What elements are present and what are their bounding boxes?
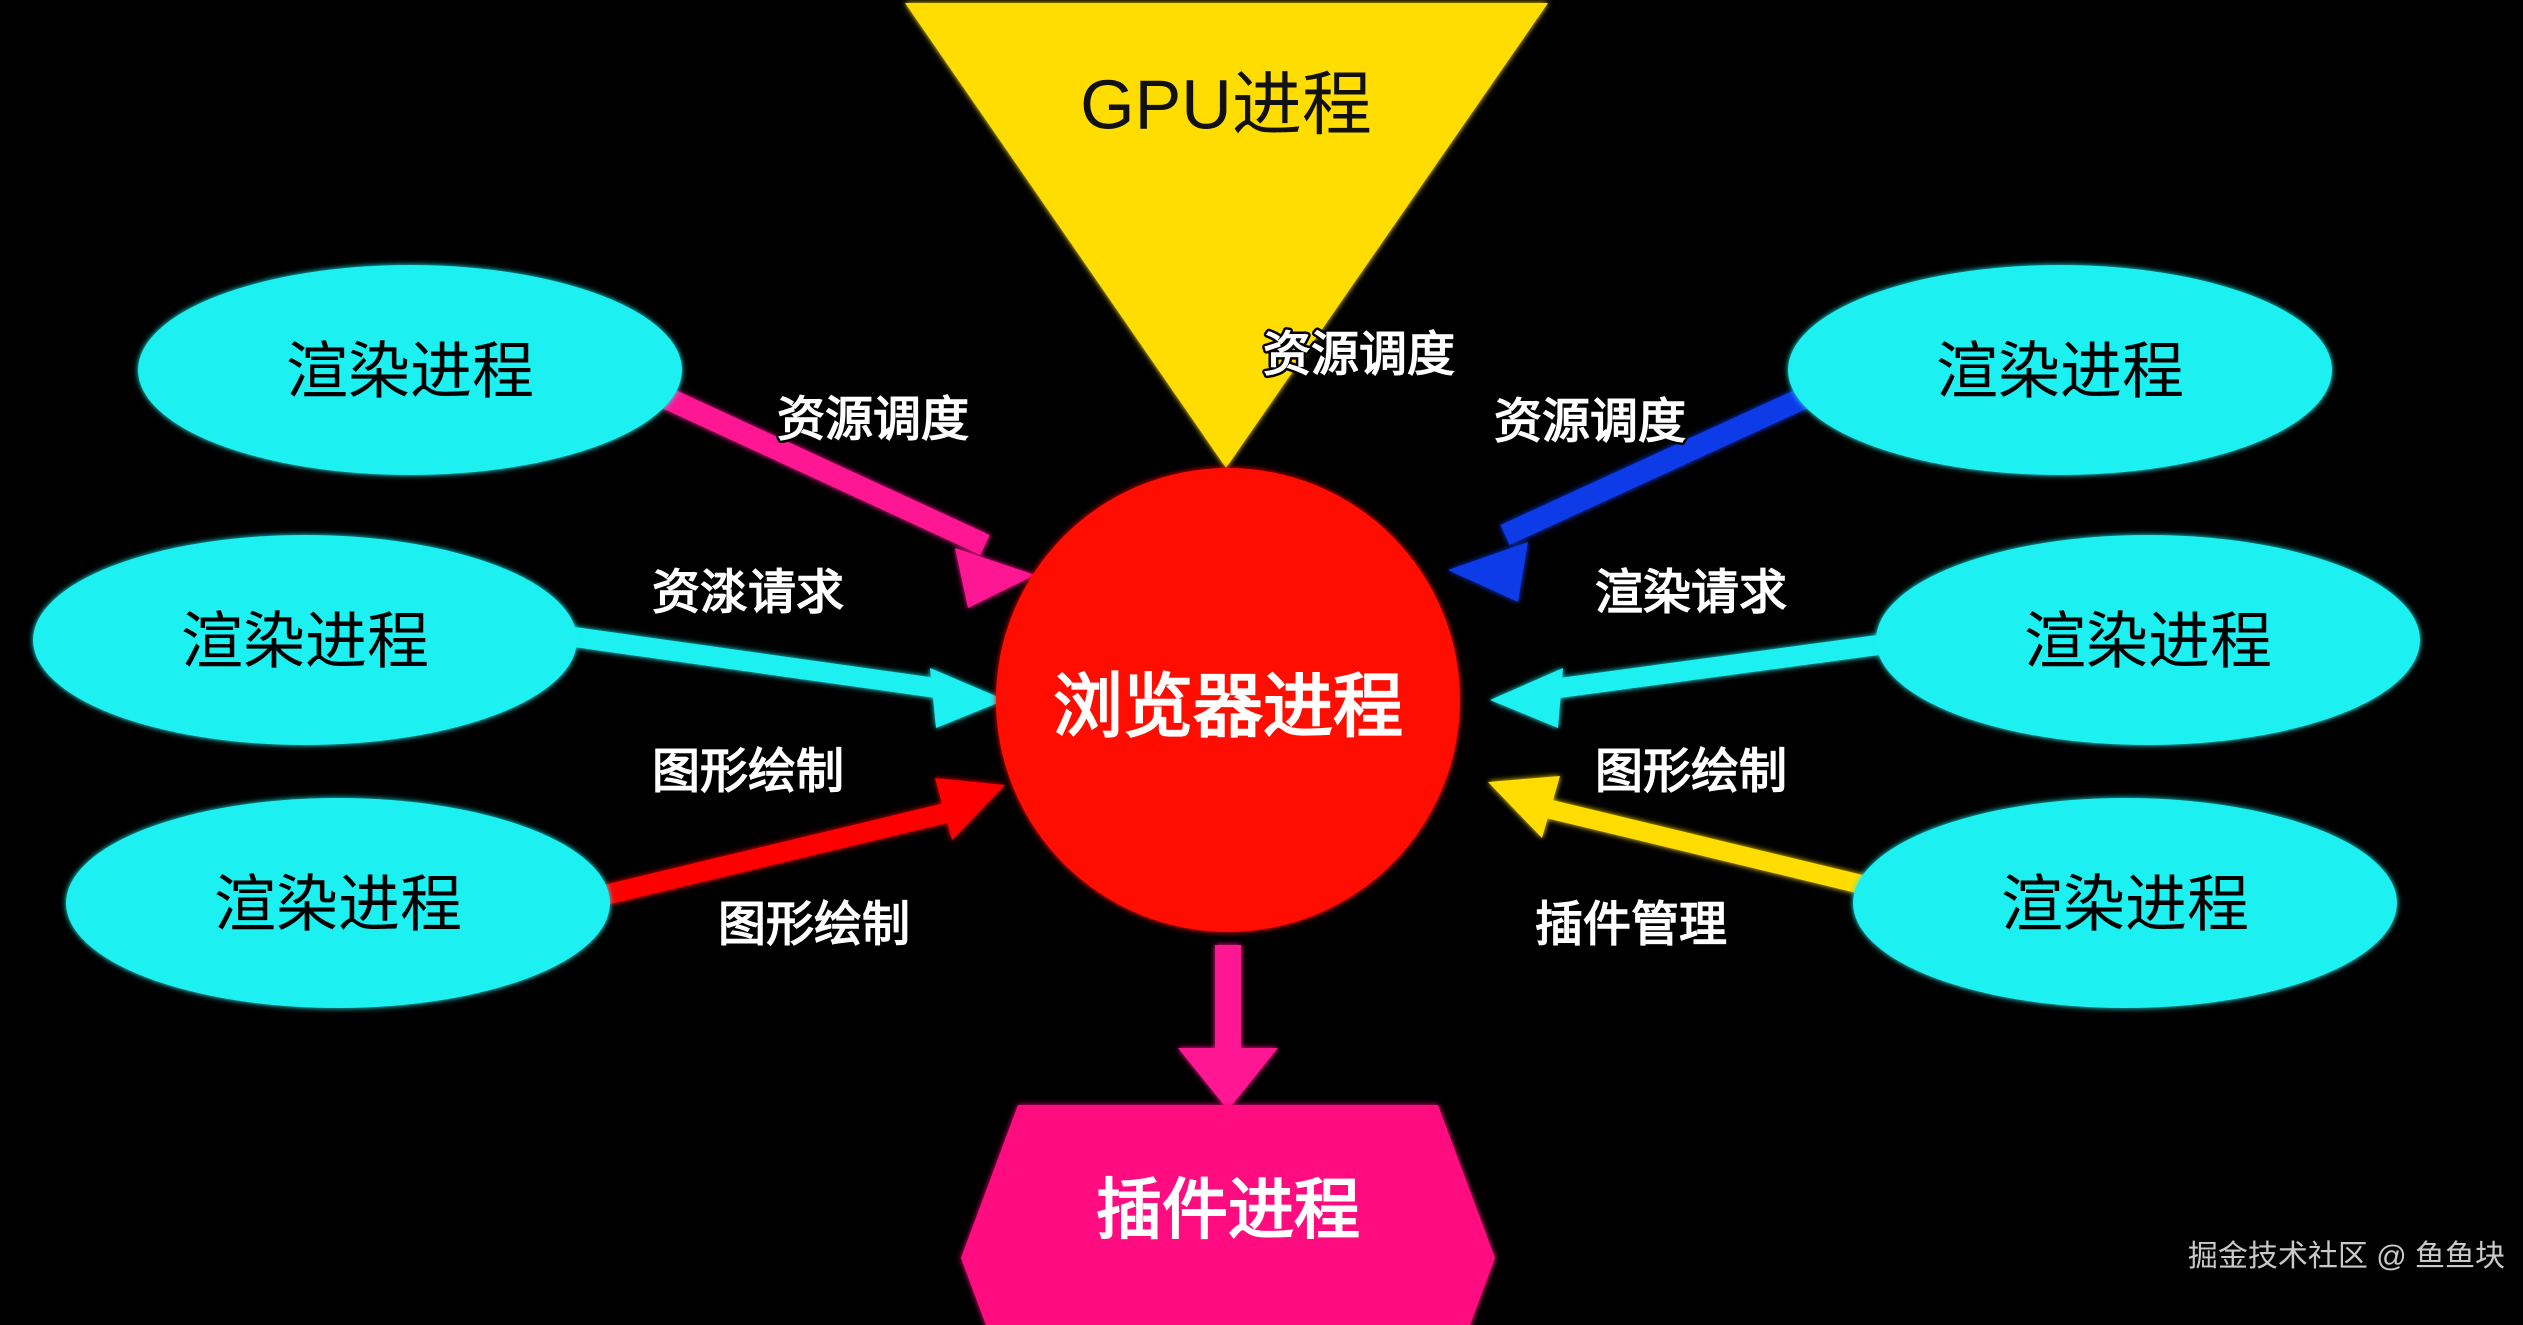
edge-label-right-plugin-manage: 插件管理 — [1535, 899, 1727, 952]
browser-process-circle — [996, 468, 1460, 932]
edge-label-gpu-resource-schedule: 资源调度 — [1263, 329, 1455, 382]
node-renderer-middle-right[interactable]: 渲染进程 — [1876, 535, 2420, 745]
renderer-ellipse — [66, 798, 610, 1008]
renderer-ellipse — [1853, 798, 2397, 1008]
watermark: 掘金技术社区 @ 鱼鱼块 — [2188, 1240, 2505, 1273]
gpu-process-label: GPU进程 — [1080, 65, 1372, 143]
node-renderer-top-right[interactable]: 渲染进程 — [1788, 265, 2332, 475]
plugin-process-hexagon — [961, 1105, 1495, 1325]
browser-process-label: 浏览器进程 — [1053, 667, 1403, 745]
node-renderer-top-left[interactable]: 渲染进程 — [138, 265, 682, 475]
plugin-process-label: 插件进程 — [1096, 1172, 1360, 1246]
edge-renderer-top-left-to-browser — [655, 385, 1035, 608]
renderer-ellipse — [1788, 265, 2332, 475]
edge-renderer-middle-right-to-browser — [1490, 628, 1932, 728]
renderer-middle-left-label: 渲染进程 — [181, 607, 429, 676]
edge-renderer-bottom-left-to-browser — [602, 778, 1005, 905]
renderer-middle-right-label: 渲染进程 — [2024, 607, 2272, 676]
node-plugin-process[interactable]: 插件进程 — [961, 1105, 1495, 1325]
renderer-bottom-left-label: 渲染进程 — [214, 870, 462, 939]
edge-renderer-middle-left-to-browser — [558, 625, 1005, 728]
gpu-process-triangle — [905, 3, 1548, 468]
node-renderer-bottom-left[interactable]: 渲染进程 — [66, 798, 610, 1008]
node-gpu-process[interactable]: GPU进程 — [905, 3, 1548, 468]
node-browser-process[interactable]: 浏览器进程 — [996, 468, 1460, 932]
edge-renderer-top-right-to-browser — [1448, 385, 1815, 602]
renderer-top-left-label: 渲染进程 — [286, 337, 534, 406]
edge-label-left-resource-request: 资渁请求 — [652, 567, 844, 620]
renderer-ellipse — [33, 535, 577, 745]
renderer-bottom-right-label: 渲染进程 — [2001, 870, 2249, 939]
edge-browser-to-plugin — [1178, 945, 1278, 1110]
renderer-ellipse — [1876, 535, 2420, 745]
renderer-top-right-label: 渲染进程 — [1936, 337, 2184, 406]
edge-renderer-bottom-right-to-browser — [1488, 776, 1908, 905]
edge-label-right-resource-schedule: 资源调度 — [1494, 396, 1686, 449]
edge-label-left-graphics-draw-upper: 图形绘制 — [652, 746, 844, 799]
edge-label-left-resource-schedule: 资源调度 — [777, 394, 969, 447]
edge-label-left-graphics-draw-lower: 图形绘制 — [718, 899, 910, 952]
edge-label-right-render-request: 渲染请求 — [1595, 567, 1787, 620]
renderer-ellipse — [138, 265, 682, 475]
node-renderer-bottom-right[interactable]: 渲染进程 — [1853, 798, 2397, 1008]
node-renderer-middle-left[interactable]: 渲染进程 — [33, 535, 577, 745]
edge-label-right-graphics-draw: 图形绘制 — [1595, 746, 1787, 799]
